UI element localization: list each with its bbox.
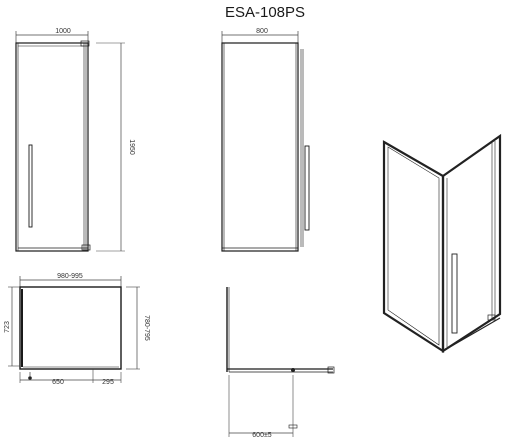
detail-bottom-label: 600±5	[252, 432, 272, 439]
plan-outline	[19, 286, 122, 370]
side-panel-outline	[221, 42, 299, 252]
plan-top-label: 980-995	[57, 273, 83, 280]
side-width-label: 800	[256, 28, 268, 35]
page-title: ESA-108PS	[224, 4, 306, 21]
front-view	[15, 31, 125, 252]
side-door-handle	[304, 145, 310, 231]
plan-right-label: 780-795	[143, 315, 150, 341]
plan-view	[8, 276, 140, 383]
side-view	[221, 31, 310, 252]
front-door-handle	[28, 144, 33, 228]
iso-door-handle	[451, 253, 458, 334]
plan-left-label: 723	[4, 321, 11, 333]
iso-enclosure-icon	[382, 133, 502, 354]
plan-bottom-left-label: 650	[52, 379, 64, 386]
front-panel-outline	[15, 42, 89, 252]
front-width-label: 1000	[55, 28, 71, 35]
detail-view	[226, 287, 335, 437]
front-height-label: 1950	[128, 139, 135, 155]
plan-bottom-right-label: 295	[102, 379, 114, 386]
